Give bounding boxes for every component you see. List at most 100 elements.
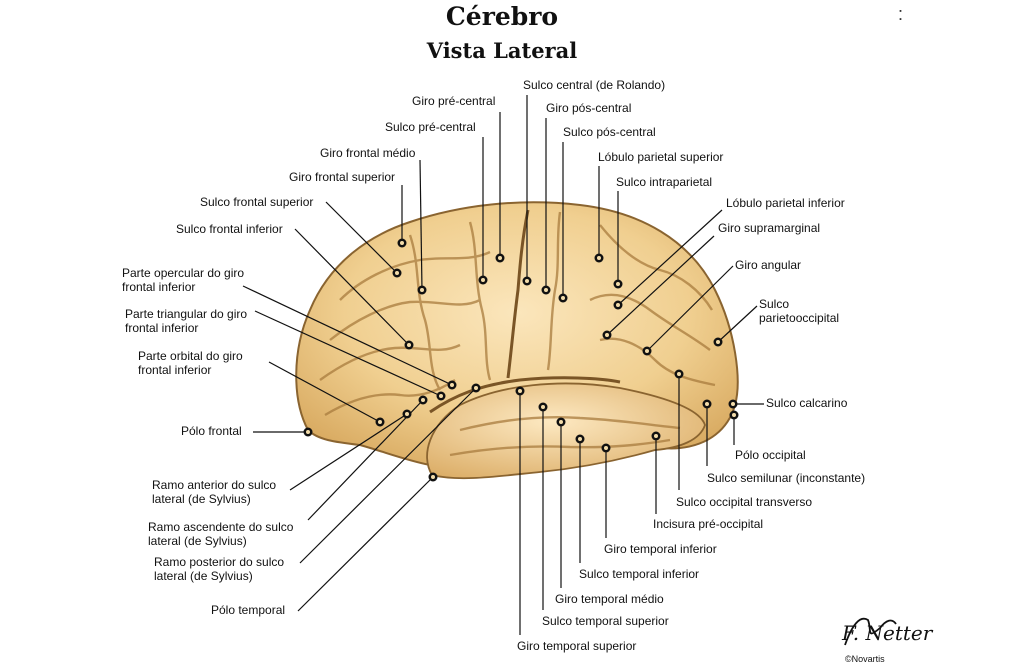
label-giro-supramarginal: Giro supramarginal: [718, 221, 820, 235]
label-line: Ramo posterior do sulco: [154, 555, 284, 569]
leader-line-ramo-anterior: [289, 413, 408, 491]
leader-line-parte-triangular: [254, 310, 442, 397]
label-line: Lóbulo parietal inferior: [726, 196, 845, 210]
anchor-point-giro-supramarginal: [602, 330, 612, 340]
signature-flourish: [844, 617, 897, 646]
label-sulco-intraparietal: Sulco intraparietal: [616, 175, 712, 189]
anchor-point-parte-triangular: [436, 391, 446, 401]
anchor-point-sulco-intraparietal: [613, 279, 623, 289]
label-lobulo-parietal-inferior: Lóbulo parietal inferior: [726, 196, 845, 210]
label-line: Giro frontal superior: [289, 170, 395, 184]
label-line: Sulco pós-central: [563, 125, 656, 139]
label-sulco-frontal-superior: Sulco frontal superior: [200, 195, 313, 209]
label-polo-frontal: Pólo frontal: [181, 424, 242, 438]
anchor-point-sulco-temporal-superior: [538, 402, 548, 412]
anchor-point-ramo-anterior: [402, 409, 412, 419]
anchor-point-giro-angular: [642, 346, 652, 356]
label-line: parietooccipital: [759, 311, 839, 325]
label-line: Parte opercular do giro: [122, 266, 244, 280]
label-sulco-pre-central: Sulco pré-central: [385, 120, 476, 134]
label-line: frontal inferior: [138, 363, 211, 377]
stray-mark: :: [898, 4, 904, 24]
anchor-point-lobulo-parietal-inferior: [613, 300, 623, 310]
label-line: Ramo anterior do sulco: [152, 478, 276, 492]
label-line: Giro supramarginal: [718, 221, 820, 235]
netter-signature-logo: F. Netter ©Novartis: [841, 617, 934, 664]
anchor-point-ramo-ascendente: [418, 395, 428, 405]
label-line: frontal inferior: [125, 321, 198, 335]
label-line: Giro temporal inferior: [604, 542, 717, 556]
leader-line-ramo-posterior: [299, 387, 477, 564]
label-giro-temporal-superior: Giro temporal superior: [517, 639, 636, 653]
leader-line-giro-angular: [646, 265, 734, 352]
label-line: Giro pré-central: [412, 94, 495, 108]
label-line: lateral (de Sylvius): [152, 492, 251, 506]
label-line: Sulco: [759, 297, 789, 311]
anchor-point-giro-frontal-medio: [417, 285, 427, 295]
anchor-point-sulco-occipital-transverso: [674, 369, 684, 379]
label-sulco-temporal-inferior: Sulco temporal inferior: [579, 567, 699, 581]
anchor-point-incisura-pre-occipital: [651, 431, 661, 441]
anchor-point-sulco-calcarino: [728, 399, 738, 409]
label-line: Giro temporal superior: [517, 639, 636, 653]
label-line: Sulco pré-central: [385, 120, 476, 134]
label-line: Sulco temporal superior: [542, 614, 669, 628]
leader-line-lobulo-parietal-inferior: [617, 209, 723, 306]
label-line: Ramo ascendente do sulco: [148, 520, 294, 534]
label-line: Giro frontal médio: [320, 146, 416, 160]
label-giro-angular: Giro angular: [735, 258, 801, 272]
anchor-point-giro-frontal-superior: [397, 238, 407, 248]
label-line: Giro temporal médio: [555, 592, 664, 606]
anchor-point-lobulo-parietal-superior: [594, 253, 604, 263]
anchor-point-giro-temporal-superior: [515, 386, 525, 396]
label-incisura-pre-occipital: Incisura pré-occipital: [653, 517, 763, 531]
leader-lines: [242, 95, 764, 635]
anchor-point-sulco-central: [522, 276, 532, 286]
label-sulco-semilunar: Sulco semilunar (inconstante): [707, 471, 865, 485]
anchor-point-sulco-parietooccipital: [713, 337, 723, 347]
leader-line-ramo-ascendente: [307, 399, 424, 521]
label-giro-temporal-inferior: Giro temporal inferior: [604, 542, 717, 556]
anchor-point-giro-pre-central: [495, 253, 505, 263]
label-line: Sulco frontal superior: [200, 195, 313, 209]
anchor-point-sulco-frontal-inferior: [404, 340, 414, 350]
label-line: Giro pós-central: [546, 101, 631, 115]
anchor-point-giro-pos-central: [541, 285, 551, 295]
copyright-text: ©Novartis: [845, 654, 885, 664]
label-line: Sulco frontal inferior: [176, 222, 283, 236]
lateral-sulcus: [429, 376, 621, 414]
anchor-point-giro-temporal-medio: [556, 417, 566, 427]
anchor-point-giro-temporal-inferior: [601, 443, 611, 453]
label-line: Sulco calcarino: [766, 396, 848, 410]
anchor-point-polo-frontal: [303, 427, 313, 437]
label-line: Sulco semilunar (inconstante): [707, 471, 865, 485]
label-line: Parte orbital do giro: [138, 349, 243, 363]
anchor-point-polo-occipital: [729, 410, 739, 420]
label-giro-frontal-superior: Giro frontal superior: [289, 170, 395, 184]
gyri-texture: [319, 211, 716, 457]
label-sulco-pos-central: Sulco pós-central: [563, 125, 656, 139]
leader-line-giro-frontal-medio: [419, 159, 423, 291]
label-line: frontal inferior: [122, 280, 195, 294]
label-line: Pólo occipital: [735, 448, 806, 462]
anchor-point-sulco-frontal-superior: [392, 268, 402, 278]
leader-line-sulco-frontal-superior: [325, 201, 398, 274]
label-sulco-calcarino: Sulco calcarino: [766, 396, 848, 410]
anchor-point-sulco-temporal-inferior: [575, 434, 585, 444]
leader-line-sulco-frontal-inferior: [294, 228, 410, 346]
figure-title: Cérebro: [445, 2, 559, 31]
label-line: Giro angular: [735, 258, 801, 272]
label-polo-temporal: Pólo temporal: [211, 603, 285, 617]
label-line: Sulco temporal inferior: [579, 567, 699, 581]
leader-line-polo-temporal: [297, 476, 434, 612]
label-lobulo-parietal-superior: Lóbulo parietal superior: [598, 150, 723, 164]
label-sulco-temporal-superior: Sulco temporal superior: [542, 614, 669, 628]
anchor-points: [303, 238, 739, 482]
